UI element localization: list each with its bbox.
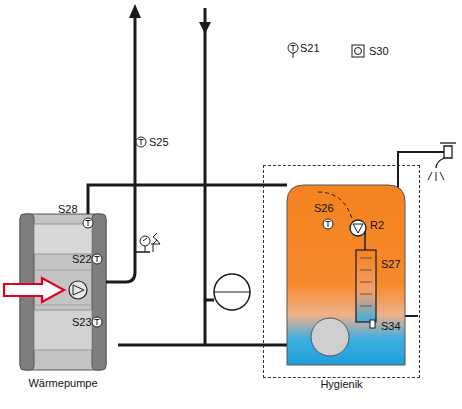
pump-label: R2 — [370, 219, 384, 232]
circulation-pump — [350, 220, 366, 250]
sensor-label: S22 — [72, 253, 92, 266]
safety-group — [140, 233, 160, 252]
coil — [311, 318, 349, 356]
expansion-vessel — [214, 274, 250, 310]
sensor-label: S27 — [381, 258, 401, 271]
node-label: Wärmepumpe — [8, 377, 118, 389]
sensor-label: S26 — [314, 202, 334, 215]
heat-exchanger — [356, 250, 376, 322]
return-arrowhead — [199, 22, 211, 34]
sensor-label: S34 — [381, 320, 401, 333]
heat-pump: Wärmepumpe — [8, 214, 118, 392]
node-label: Hygienik — [264, 378, 419, 390]
flow-arrowhead — [129, 4, 141, 18]
tap — [428, 143, 456, 181]
highlight-arrow — [4, 278, 64, 302]
hygienik-tank: Hygienik — [263, 165, 420, 378]
room-unit — [352, 45, 364, 57]
sensor-label: S21 — [300, 42, 320, 55]
pipe-connector — [118, 344, 263, 347]
pipe-connector — [88, 185, 263, 214]
storage-tank — [287, 185, 405, 365]
sensor-label: S30 — [369, 45, 389, 58]
sensor-label: S28 — [58, 203, 78, 216]
sensor-label: S23 — [72, 316, 92, 329]
sensor-s34 — [370, 320, 375, 328]
sensor-label: S25 — [149, 136, 169, 149]
